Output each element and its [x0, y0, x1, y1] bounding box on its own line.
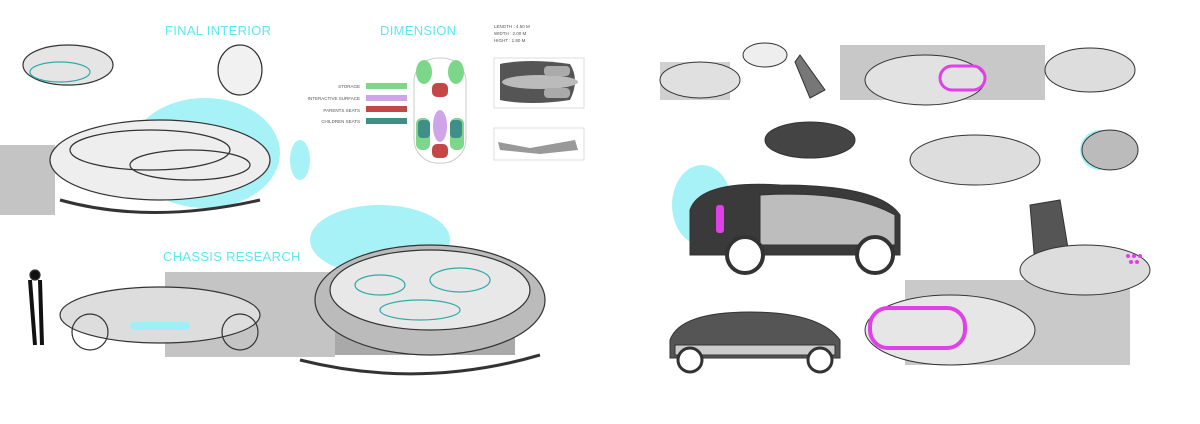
interior-and-chassis-sketches	[22, 44, 546, 376]
dimension-title: DIMENSION	[380, 23, 457, 38]
legend-swatch-interactive	[366, 95, 407, 101]
gray-panel	[0, 145, 55, 215]
legend-label-parents: PARENTS SEATS	[323, 108, 360, 113]
legend-label-storage: STORAGE	[338, 84, 360, 89]
cyan-blob	[290, 140, 310, 180]
top-view-plan	[493, 57, 585, 109]
final-interior-title: FINAL INTERIOR	[165, 23, 272, 38]
dimension-height: HIGHT : 1.80 M	[494, 38, 526, 43]
side-view-plan	[493, 127, 585, 161]
legend-swatch-storage	[366, 83, 407, 89]
dimension-width: WIDTH : 2.00 M	[494, 31, 527, 36]
chassis-research-title: CHASSIS RESEARCH	[163, 249, 301, 264]
legend-swatch-parents	[366, 106, 407, 112]
dimension-length: LENGTH : 4.50 M	[494, 24, 530, 29]
legend-swatch-children	[366, 118, 407, 124]
legend-label-children: CHILDREN SEATS	[321, 119, 360, 124]
exterior-car-sketches	[659, 42, 1151, 374]
legend-label-interactive: INTERACTIVE SURFACE	[307, 96, 360, 101]
seat-layout-plan	[413, 57, 467, 164]
